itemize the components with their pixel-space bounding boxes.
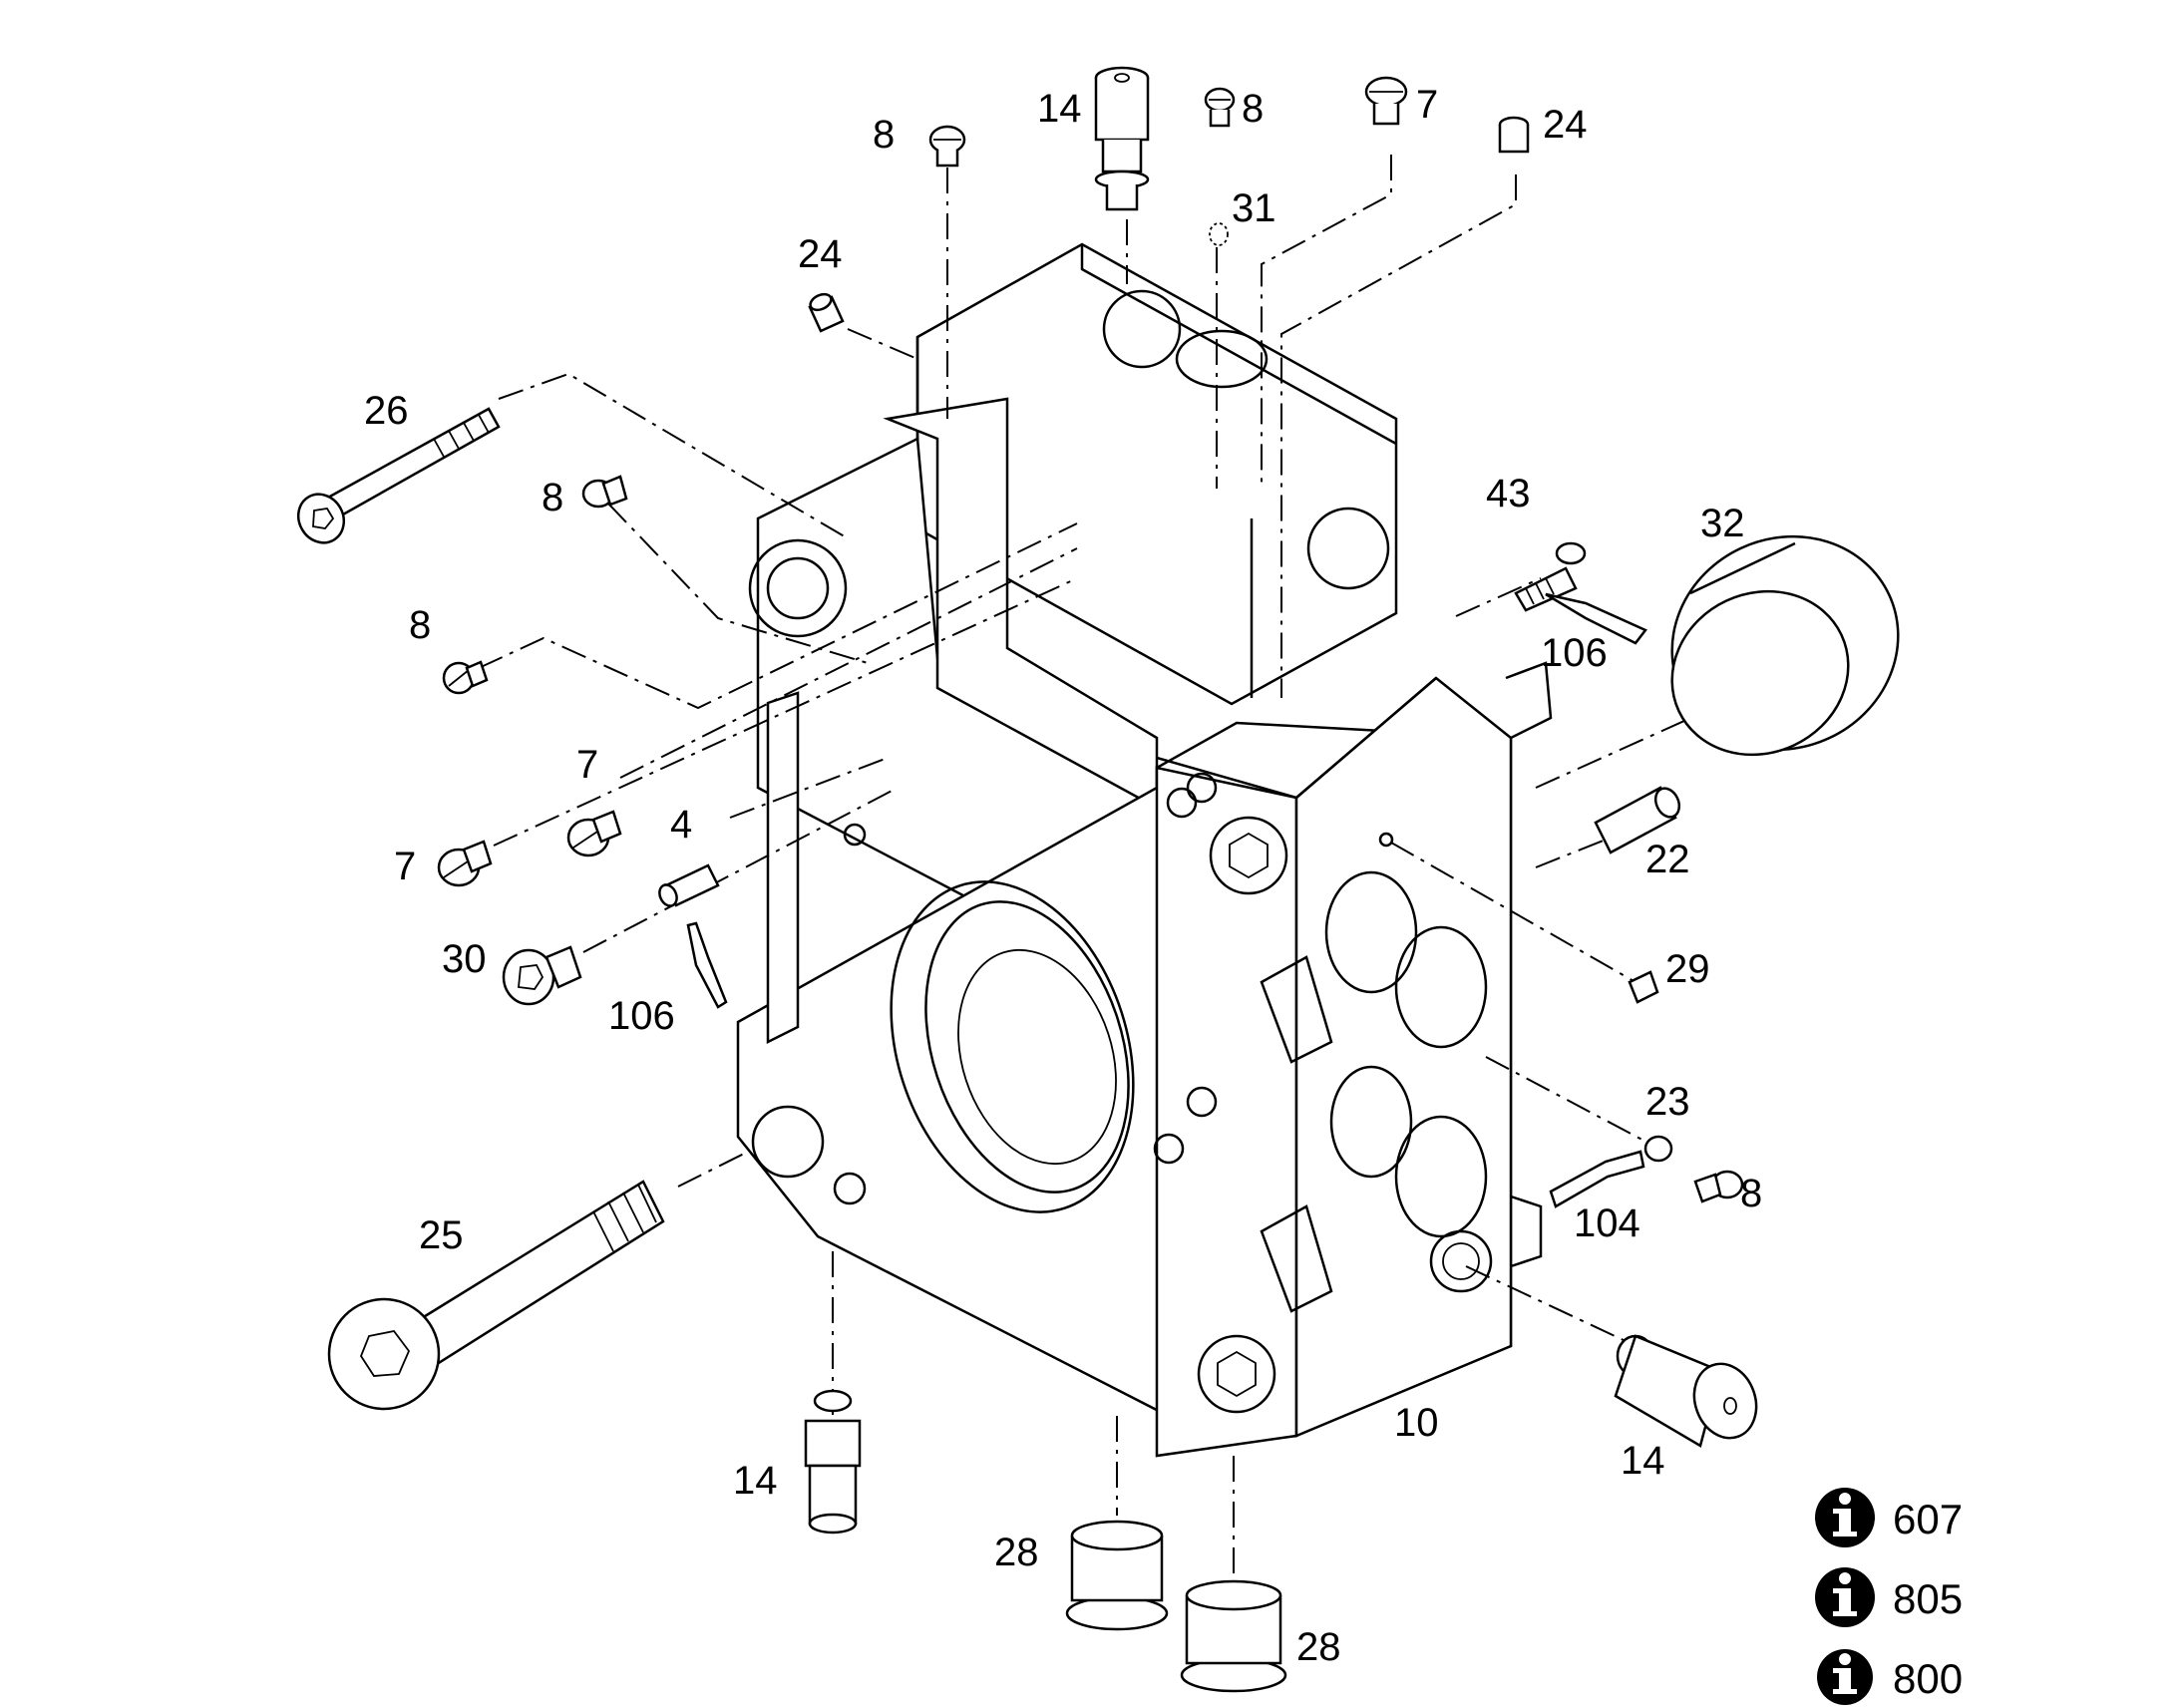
part-26-bolt <box>296 407 501 544</box>
info-reference-607[interactable]: 607 <box>1815 1488 1963 1547</box>
callout-7-left-lower: 7 <box>394 845 416 888</box>
info-icon <box>1817 1649 1873 1705</box>
part-22-pin <box>1594 786 1681 854</box>
part-7-top-screw <box>1364 76 1408 126</box>
callout-7-left-upper: 7 <box>576 743 598 787</box>
info-number: 800 <box>1893 1655 1963 1702</box>
part-43-screw <box>1514 541 1587 612</box>
callout-4: 4 <box>670 803 692 847</box>
part-8-right-plug <box>1693 1170 1744 1203</box>
callout-106-left: 106 <box>608 994 675 1038</box>
part-106-right-sealant <box>1545 592 1647 645</box>
assembly-lines <box>478 155 1736 1575</box>
part-30-plug <box>502 945 582 1006</box>
callout-106-right: 106 <box>1541 631 1608 675</box>
part-7-left-upper-screw <box>566 810 622 857</box>
part-104-sealant <box>1549 1150 1645 1208</box>
housing-body <box>736 242 1553 1458</box>
callout-24-left: 24 <box>798 232 843 276</box>
callout-43: 43 <box>1486 472 1531 515</box>
callout-32: 32 <box>1700 502 1745 545</box>
part-24-top-right-pin <box>1498 116 1530 154</box>
part-29-plug <box>1628 970 1659 1004</box>
part-8-left-lower-plug <box>442 660 489 695</box>
info-number: 805 <box>1893 1575 1963 1622</box>
part-24-left-pin <box>808 292 845 333</box>
part-8-top-mid-plug <box>1204 87 1236 128</box>
part-7-left-lower-screw <box>437 840 493 887</box>
part-106-left-sealant <box>686 921 728 1009</box>
info-icon <box>1815 1488 1875 1547</box>
callout-29: 29 <box>1665 947 1710 991</box>
callout-28-right: 28 <box>1296 1625 1341 1669</box>
callout-8-left-lower: 8 <box>409 603 431 647</box>
callout-24-top-right: 24 <box>1543 103 1588 147</box>
callout-104: 104 <box>1574 1201 1640 1245</box>
part-14-top-sensor <box>1094 66 1150 211</box>
callout-30: 30 <box>442 937 487 981</box>
info-number: 607 <box>1893 1496 1963 1542</box>
part-28-left-cap <box>1065 1520 1169 1631</box>
part-32-sleeve <box>1670 534 1900 757</box>
callout-14-right: 14 <box>1621 1439 1665 1483</box>
callout-23: 23 <box>1645 1080 1690 1124</box>
callout-labels: 14 8 8 31 7 24 24 26 8 8 7 7 4 30 106 43… <box>364 83 1762 1669</box>
callout-26: 26 <box>364 389 409 433</box>
info-icon <box>1815 1567 1875 1627</box>
part-31-ball <box>1209 222 1229 246</box>
part-23-set-screw <box>1643 1135 1673 1163</box>
info-references: 607 805 800 <box>1815 1488 1963 1705</box>
callout-10: 10 <box>1394 1401 1439 1445</box>
callout-14-bottom: 14 <box>733 1459 778 1503</box>
part-14-right-sensor <box>1614 1334 1758 1448</box>
part-8-top-left-plug <box>928 125 966 168</box>
info-reference-805[interactable]: 805 <box>1815 1567 1963 1627</box>
callout-25: 25 <box>419 1213 464 1257</box>
callout-7-top: 7 <box>1416 83 1438 127</box>
callout-22: 22 <box>1645 838 1690 881</box>
info-reference-800[interactable]: 800 <box>1817 1649 1963 1705</box>
part-14-bottom-sensor <box>804 1389 862 1535</box>
part-8-left-upper-plug <box>581 475 628 509</box>
callout-14-top: 14 <box>1037 87 1082 131</box>
part-28-right-cap <box>1180 1579 1287 1693</box>
callout-8-top-mid: 8 <box>1242 87 1264 131</box>
part-25-large-bolt <box>327 1180 665 1411</box>
callout-8-top-left: 8 <box>873 113 895 157</box>
callout-28-left: 28 <box>994 1531 1039 1574</box>
part-4-nozzle <box>658 863 720 907</box>
callout-8-left-upper: 8 <box>542 476 563 519</box>
callout-8-right: 8 <box>1740 1172 1762 1215</box>
callout-31: 31 <box>1232 186 1276 230</box>
